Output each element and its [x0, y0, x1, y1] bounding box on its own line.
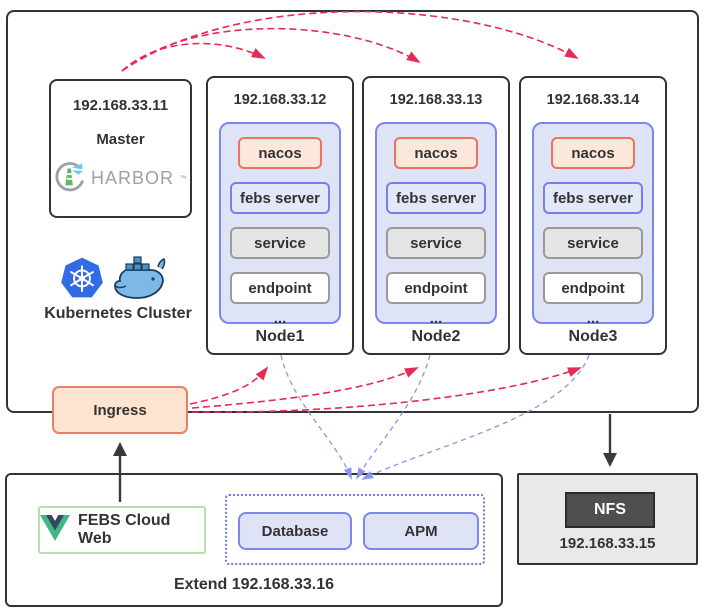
- harbor-logo: HARBOR ™: [51, 159, 190, 198]
- febs-server-box: febs server: [386, 182, 486, 214]
- node1-pod-stack: nacos febs server service endpoint ...: [219, 122, 341, 327]
- service-box: service: [230, 227, 330, 259]
- worker-node3-box: 192.168.33.14 nacos febs server service …: [519, 76, 667, 355]
- nfs-ip: 192.168.33.15: [559, 535, 656, 552]
- endpoint-box: endpoint: [543, 272, 643, 304]
- nacos-box: nacos: [551, 137, 635, 169]
- ingress-box: Ingress: [52, 386, 188, 434]
- endpoint-box: endpoint: [230, 272, 330, 304]
- node3-ip: 192.168.33.14: [546, 92, 640, 108]
- service-box: service: [543, 227, 643, 259]
- nacos-box: nacos: [238, 137, 322, 169]
- vue-icon: [40, 514, 70, 546]
- node2-name: Node2: [411, 328, 461, 345]
- middleware-dotted-box: Database APM: [225, 494, 485, 565]
- nfs-host-box: NFS 192.168.33.15: [517, 473, 698, 565]
- master-node-box: 192.168.33.11 Master HARBOR ™: [49, 79, 192, 218]
- ellipsis-label: ...: [273, 310, 287, 327]
- master-ip: 192.168.33.11: [72, 97, 169, 114]
- node3-pod-stack: nacos febs server service endpoint ...: [532, 122, 654, 327]
- master-role-label: Master: [96, 131, 145, 148]
- nfs-box-label: NFS: [565, 492, 655, 528]
- endpoint-box: endpoint: [386, 272, 486, 304]
- node3-name: Node3: [568, 328, 618, 345]
- node1-name: Node1: [255, 328, 305, 345]
- harbor-trademark: ™: [179, 174, 187, 183]
- worker-node1-box: 192.168.33.12 nacos febs server service …: [206, 76, 354, 355]
- apm-box: APM: [363, 512, 479, 550]
- database-box: Database: [238, 512, 352, 550]
- ellipsis-label: ...: [586, 310, 600, 327]
- febs-server-box: febs server: [543, 182, 643, 214]
- harbor-icon: [54, 159, 86, 198]
- kubernetes-icon: [59, 257, 105, 301]
- node2-ip: 192.168.33.13: [389, 92, 483, 108]
- nacos-box: nacos: [394, 137, 478, 169]
- harbor-wordmark: HARBOR: [90, 168, 174, 188]
- service-box: service: [386, 227, 486, 259]
- extend-host-box: FEBS Cloud Web Database APM Extend 192.1…: [5, 473, 503, 607]
- worker-node2-box: 192.168.33.13 nacos febs server service …: [362, 76, 510, 355]
- febs-cloud-web-label: FEBS Cloud Web: [78, 512, 171, 547]
- febs-server-box: febs server: [230, 182, 330, 214]
- cluster-label: Kubernetes Cluster: [44, 305, 192, 322]
- node1-ip: 192.168.33.12: [233, 92, 327, 108]
- ellipsis-label: ...: [429, 310, 443, 327]
- docker-icon: [112, 255, 170, 303]
- extend-host-label: Extend 192.168.33.16: [173, 576, 335, 593]
- node2-pod-stack: nacos febs server service endpoint ...: [375, 122, 497, 327]
- febs-cloud-web-box: FEBS Cloud Web: [38, 506, 206, 554]
